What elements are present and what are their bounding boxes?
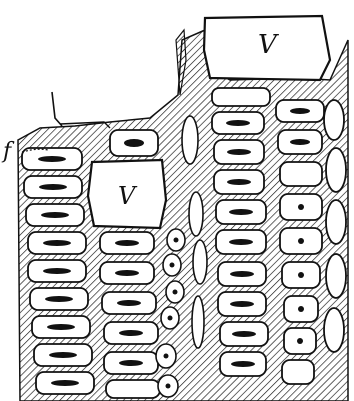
label-vessel-left: V xyxy=(118,182,138,210)
label-vessel-top: V xyxy=(258,30,279,60)
label-fiber: f xyxy=(1,139,15,164)
